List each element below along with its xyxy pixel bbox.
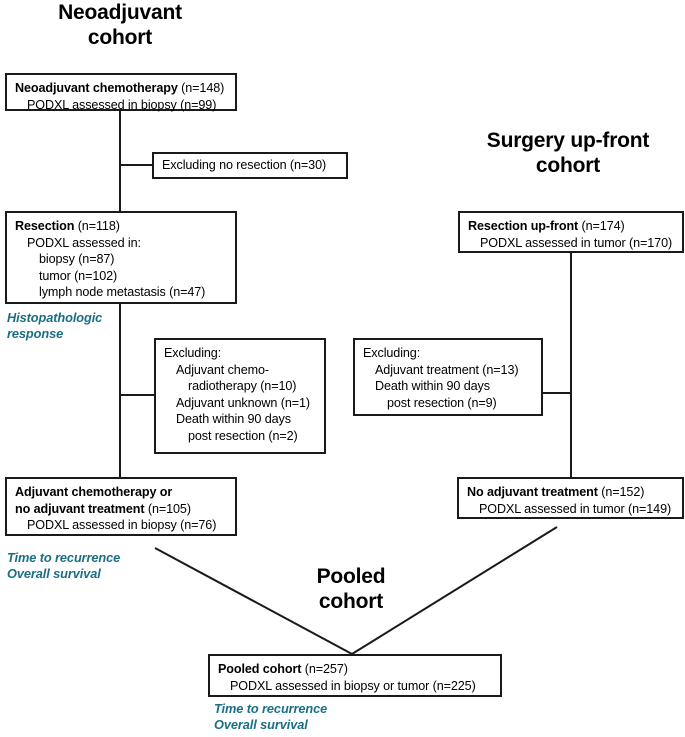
box-pooled-cohort-text: Pooled cohort (n=257)PODXL assessed in b… <box>210 656 500 699</box>
box-no-adjuvant-treatment-text: No adjuvant treatment (n=152)PODXL asses… <box>459 479 682 522</box>
box-line: Excluding: <box>363 345 533 362</box>
box-resection: Resection (n=118)PODXL assessed in:biops… <box>5 211 237 304</box>
box-neoadjuvant-chemotherapy: Neoadjuvant chemotherapy (n=148)PODXL as… <box>5 73 237 112</box>
box-line: Excluding no resection (n=30) <box>162 157 338 174</box>
box-excluding-right: Excluding: Adjuvant treatment (n=13) Death… <box>353 338 543 416</box>
box-line: tumor (n=102) <box>15 268 227 285</box>
box-line-plain: Death within 90 days <box>176 412 291 427</box>
box-line: Resection up-front (n=174) <box>468 218 674 235</box>
box-line-plain: Adjuvant chemo- <box>176 362 270 377</box>
box-line-plain: Adjuvant treatment (n=13) <box>375 362 519 377</box>
box-adjuvant-or-no-adjuvant: Adjuvant chemotherapy or no adjuvant trea… <box>5 477 237 536</box>
box-line: PODXL assessed in: <box>15 235 227 252</box>
box-adjuvant-or-no-adjuvant-text: Adjuvant chemotherapy or no adjuvant trea… <box>7 479 235 539</box>
box-line-plain: (n=152) <box>597 485 645 499</box>
box-line: post resection (n=2) <box>164 428 316 445</box>
box-line-plain: Death within 90 days <box>375 379 490 394</box>
box-no-adjuvant-treatment: No adjuvant treatment (n=152)PODXL asses… <box>457 477 684 519</box>
box-line: PODXL assessed in biopsy (n=99) <box>15 97 227 114</box>
outcome-neoadjuvant-survival: Time to recurrence Overall survival <box>7 550 121 582</box>
box-line: Resection (n=118) <box>15 218 227 235</box>
box-line-plain: lymph node metastasis (n=47) <box>39 285 206 300</box>
title-surgery-upfront-cohort: Surgery up-front cohort <box>486 129 650 177</box>
box-line-plain: PODXL assessed in: <box>27 235 141 250</box>
box-line-plain: tumor (n=102) <box>39 268 118 283</box>
box-line: PODXL assessed in biopsy (n=76) <box>15 517 227 534</box>
box-line-plain: PODXL assessed in tumor (n=170) <box>480 235 673 250</box>
box-line: no adjuvant treatment (n=105) <box>15 501 227 518</box>
box-excluding-left-text: Excluding: Adjuvant chemo-radiotherapy (n… <box>156 340 324 450</box>
title-neoadjuvant-cohort: Neoadjuvant cohort <box>58 1 182 49</box>
box-line: PODXL assessed in tumor (n=149) <box>467 501 674 518</box>
box-line-plain: PODXL assessed in biopsy (n=76) <box>27 518 217 533</box>
box-line-plain: Excluding no resection (n=30) <box>162 158 327 172</box>
box-line: Death within 90 days <box>164 411 316 428</box>
box-line: Pooled cohort (n=257) <box>218 661 492 678</box>
box-line: biopsy (n=87) <box>15 251 227 268</box>
box-line-plain: PODXL assessed in biopsy or tumor (n=225… <box>230 678 476 693</box>
box-excluding-no-resection: Excluding no resection (n=30) <box>152 152 348 179</box>
box-line-plain: (n=174) <box>578 219 625 233</box>
box-line-plain: post resection (n=2) <box>188 428 298 443</box>
box-line-bold: No adjuvant treatment <box>467 485 598 499</box>
box-pooled-cohort: Pooled cohort (n=257)PODXL assessed in b… <box>208 654 502 697</box>
box-line: Adjuvant treatment (n=13) <box>363 362 533 379</box>
box-excluding-no-resection-text: Excluding no resection (n=30) <box>154 154 346 179</box>
outcome-histopathologic-response: Histopathologic response <box>7 310 103 342</box>
box-line: Death within 90 days <box>363 378 533 395</box>
box-line: Neoadjuvant chemotherapy (n=148) <box>15 80 227 97</box>
box-line-bold: Resection <box>15 219 75 233</box>
box-line: No adjuvant treatment (n=152) <box>467 484 674 501</box>
box-resection-up-front-text: Resection up-front (n=174)PODXL assessed… <box>460 213 682 256</box>
box-line-plain: PODXL assessed in biopsy (n=99) <box>27 97 217 112</box>
box-line-plain: radiotherapy (n=10) <box>188 379 297 394</box>
box-line-plain: PODXL assessed in tumor (n=149) <box>479 501 672 516</box>
line-diagonal-right-to-pooled <box>351 526 558 655</box>
box-line-plain: Excluding: <box>363 346 421 360</box>
box-line-plain: (n=118) <box>74 219 120 233</box>
box-line: Adjuvant chemotherapy or <box>15 484 227 501</box>
box-line: post resection (n=9) <box>363 395 533 412</box>
box-line: Adjuvant chemo- <box>164 362 316 379</box>
box-line-plain: Adjuvant unknown (n=1) <box>176 395 310 410</box>
box-line-bold: Resection up-front <box>468 219 579 233</box>
outcome-pooled-survival: Time to recurrence Overall survival <box>214 701 328 733</box>
box-excluding-right-text: Excluding: Adjuvant treatment (n=13) Death… <box>355 340 541 416</box>
box-line: radiotherapy (n=10) <box>164 378 316 395</box>
box-line-plain: (n=148) <box>177 81 225 95</box>
box-line-plain: (n=105) <box>144 501 191 516</box>
box-line-plain: Excluding: <box>164 346 222 360</box>
title-pooled-cohort: Pooled cohort <box>316 565 386 613</box>
box-line-bold: no adjuvant treatment <box>15 501 145 516</box>
box-line-bold: Neoadjuvant chemotherapy <box>15 81 178 95</box>
box-excluding-left: Excluding: Adjuvant chemo-radiotherapy (n… <box>154 338 326 454</box>
box-line: PODXL assessed in tumor (n=170) <box>468 235 674 252</box>
box-line: PODXL assessed in biopsy or tumor (n=225… <box>218 678 492 695</box>
box-line-bold: Adjuvant chemotherapy or <box>15 485 173 499</box>
box-resection-up-front: Resection up-front (n=174)PODXL assessed… <box>458 211 684 253</box>
box-line: lymph node metastasis (n=47) <box>15 284 227 301</box>
box-line-plain: post resection (n=9) <box>387 395 497 410</box>
box-line: Adjuvant unknown (n=1) <box>164 395 316 412</box>
box-line-plain: biopsy (n=87) <box>39 252 115 267</box>
box-line-bold: Pooled cohort <box>218 662 302 676</box>
box-resection-text: Resection (n=118)PODXL assessed in:biops… <box>7 213 235 306</box>
box-line: Excluding: <box>164 345 316 362</box>
box-neoadjuvant-chemotherapy-text: Neoadjuvant chemotherapy (n=148)PODXL as… <box>7 75 235 118</box>
line-diagonal-left-to-pooled <box>154 547 353 655</box>
box-line-plain: (n=257) <box>301 662 348 676</box>
